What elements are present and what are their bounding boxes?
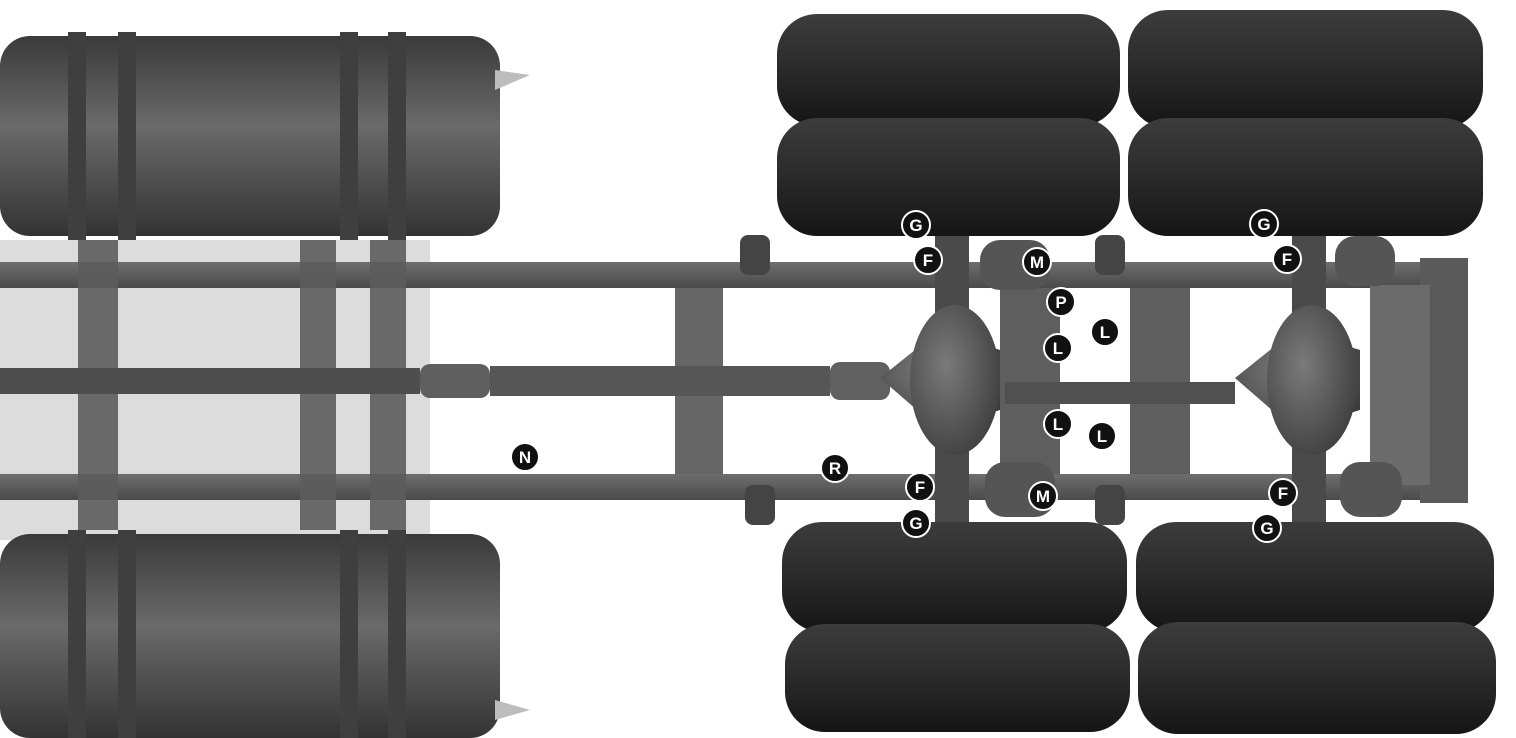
marker-label: G xyxy=(909,514,922,533)
marker-label: G xyxy=(1257,215,1270,234)
tire-front-bottom-outer xyxy=(785,624,1130,732)
marker-circle xyxy=(905,472,935,502)
tire-front-bottom-inner xyxy=(782,522,1127,632)
marker-m: M xyxy=(1028,481,1058,511)
marker-m: M xyxy=(1022,247,1052,277)
marker-circle xyxy=(1028,481,1058,511)
marker-f: F xyxy=(905,472,935,502)
marker-circle xyxy=(1043,409,1073,439)
marker-g: G xyxy=(1252,513,1282,543)
marker-circle xyxy=(901,508,931,538)
marker-label: R xyxy=(829,459,841,478)
marker-circle xyxy=(820,453,850,483)
marker-l: L xyxy=(1090,317,1120,347)
tire-rear-top-inner xyxy=(1128,118,1483,236)
marker-circle xyxy=(913,245,943,275)
marker-n: N xyxy=(510,442,540,472)
tire-front-top-outer xyxy=(777,14,1120,126)
marker-label: N xyxy=(519,448,531,467)
marker-circle xyxy=(1249,209,1279,239)
marker-label: G xyxy=(909,216,922,235)
marker-label: L xyxy=(1097,427,1107,446)
marker-label: L xyxy=(1053,415,1063,434)
tire-rear-bottom-outer xyxy=(1138,622,1496,734)
marker-circle xyxy=(1272,244,1302,274)
marker-g: G xyxy=(901,508,931,538)
marker-r: R xyxy=(820,453,850,483)
tire-front-top-inner xyxy=(777,118,1120,236)
tire-rear-bottom-inner xyxy=(1136,522,1494,632)
marker-circle xyxy=(1268,478,1298,508)
marker-label: F xyxy=(1278,484,1288,503)
marker-label: G xyxy=(1260,519,1273,538)
rear-axle xyxy=(1235,236,1402,526)
marker-f: F xyxy=(913,245,943,275)
spring-brackets xyxy=(740,235,1125,525)
marker-circle xyxy=(901,210,931,240)
fuel-tank-top xyxy=(0,32,530,240)
marker-circle xyxy=(1022,247,1052,277)
marker-circle xyxy=(1087,421,1117,451)
front-axle xyxy=(880,236,1055,526)
marker-f: F xyxy=(1272,244,1302,274)
marker-l: L xyxy=(1043,333,1073,363)
marker-label: F xyxy=(1282,250,1292,269)
marker-p: P xyxy=(1046,287,1076,317)
marker-label: F xyxy=(915,478,925,497)
marker-label: L xyxy=(1053,339,1063,358)
marker-circle xyxy=(1043,333,1073,363)
marker-g: G xyxy=(901,210,931,240)
marker-label: M xyxy=(1030,253,1044,272)
marker-g: G xyxy=(1249,209,1279,239)
marker-circle xyxy=(1046,287,1076,317)
marker-label: M xyxy=(1036,487,1050,506)
marker-f: F xyxy=(1268,478,1298,508)
marker-label: F xyxy=(923,251,933,270)
marker-l: L xyxy=(1087,421,1117,451)
marker-label: P xyxy=(1055,293,1066,312)
marker-circle xyxy=(1252,513,1282,543)
tire-rear-top-outer xyxy=(1128,10,1483,128)
fuel-tank-bottom xyxy=(0,530,530,738)
marker-l: L xyxy=(1043,409,1073,439)
marker-circle xyxy=(510,442,540,472)
marker-label: L xyxy=(1100,323,1110,342)
marker-circle xyxy=(1090,317,1120,347)
drive-shaft xyxy=(0,362,1235,404)
